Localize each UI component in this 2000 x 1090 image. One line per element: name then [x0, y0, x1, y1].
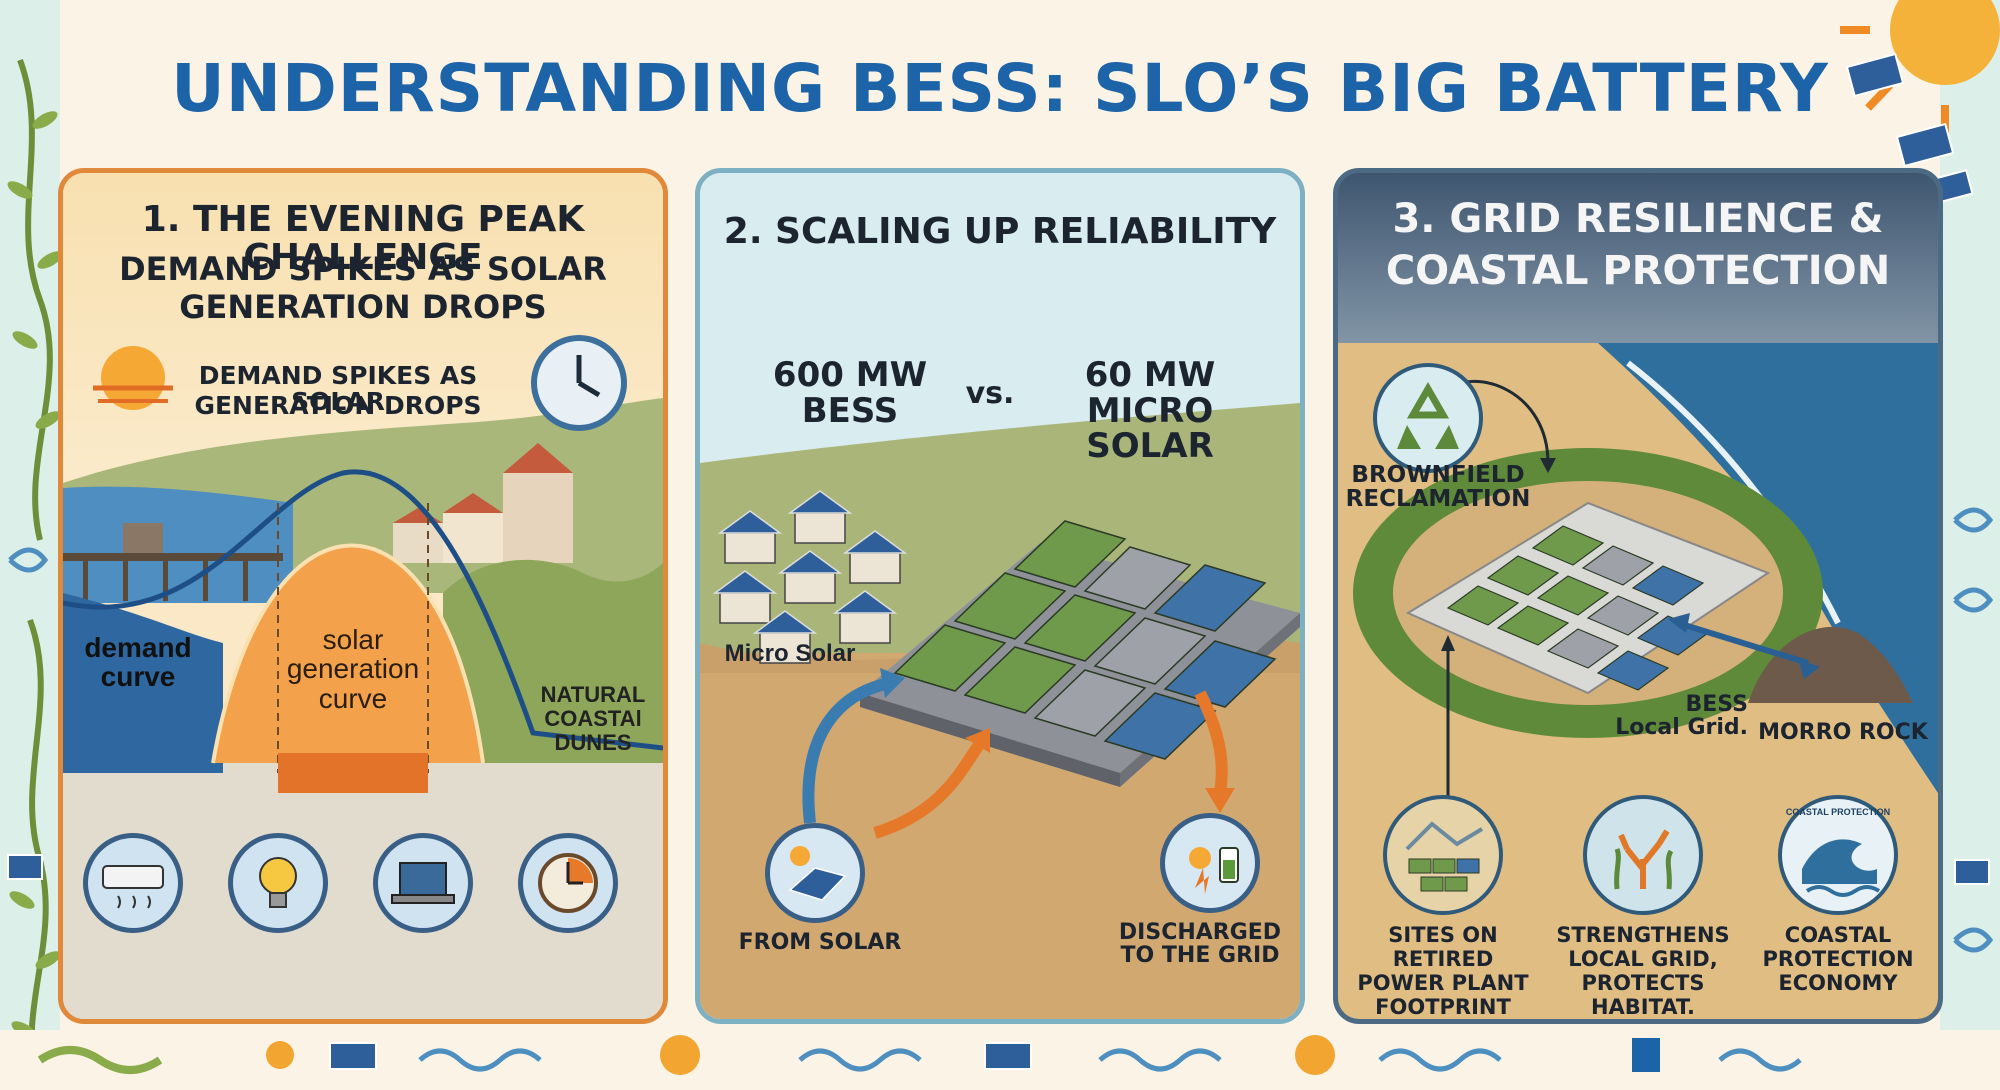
clock-icon	[531, 335, 627, 431]
coastal-protection-badge: COASTAL PROTECTION	[1778, 795, 1898, 915]
benefit-coastal-economy: COASTAL PROTECTION ECONOMY	[1762, 923, 1914, 996]
page-title: UNDERSTANDING BESS: SLO’S BIG BATTERY SO…	[171, 50, 1829, 237]
solar-battery-icon	[1160, 813, 1260, 913]
coral-reef-icon	[1583, 795, 1703, 915]
coastal-badge-text: COASTAL PROTECTION	[1785, 807, 1891, 817]
micro-solar-value: 60 MW	[1084, 355, 1216, 395]
panel-grid-resilience: 3. GRID RESILIENCE & COASTAL PROTECTION …	[1333, 168, 1943, 1024]
solar-panel-icon	[765, 823, 865, 923]
panel1-callout-line2: GENERATION DROPS	[194, 391, 482, 420]
bess-local-grid-label: BESS Local Grid.	[1615, 692, 1748, 741]
bess-unit: BESS	[801, 390, 899, 431]
wall-clock-icon	[518, 833, 618, 933]
micro-solar-capacity: 60 MW MICRO SOLAR	[1020, 355, 1280, 467]
demand-curve-label: demand curve	[84, 632, 192, 693]
discharged-label: DISCHARGED TO THE GRID	[1118, 920, 1282, 969]
panel3-heading-line1: 3. GRID RESILIENCE &	[1392, 196, 1884, 242]
panel-scaling-reliability: 2. SCALING UP RELIABILITY 600 MW BESS vs…	[695, 168, 1305, 1024]
panel1-callout-line1: DEMAND SPIKES AS SOLAR	[198, 361, 478, 417]
air-conditioner-icon	[83, 833, 183, 933]
panel2-heading: 2. SCALING UP RELIABILITY	[723, 211, 1277, 252]
bess-value: 600 MW	[772, 355, 928, 395]
micro-solar-label: Micro Solar	[724, 640, 856, 667]
recycle-icon	[1373, 363, 1483, 473]
battery-site-icon	[1383, 795, 1503, 915]
micro-solar-unit: MICRO SOLAR	[1086, 390, 1214, 467]
light-bulb-icon	[228, 833, 328, 933]
benefit-local-grid: STRENGTHENS LOCAL GRID, PROTECTS HABITAT…	[1556, 923, 1730, 1020]
coastal-dunes-label: NATURAL COASTAl DUNES	[540, 682, 646, 756]
morro-rock-label: MORRO ROCK	[1758, 720, 1928, 745]
from-solar-label: FROM SOLAR	[738, 930, 902, 955]
panel3-heading: 3. GRID RESILIENCE & COASTAL PROTECTION	[1338, 193, 1938, 297]
solar-curve-label: solar generation curve	[286, 624, 420, 714]
panel-evening-peak: 1. THE EVENING PEAK CHALLENGE DEMAND SPI…	[58, 168, 668, 1024]
versus-label: vs.	[965, 376, 1015, 411]
panel1-heading: 1. THE EVENING PEAK CHALLENGE	[141, 199, 585, 278]
bess-capacity: 600 MW BESS	[760, 355, 940, 431]
panel1-subheading-line2: GENERATION DROPS	[179, 288, 547, 326]
laptop-icon	[373, 833, 473, 933]
brownfield-label: BROWNFIELD RECLAMATION	[1345, 462, 1531, 513]
benefit-retired-plant: SITES ON RETIRED POWER PLANT FOOTPRINT	[1357, 923, 1529, 1020]
panel1-subheading-line1: DEMAND SPIKES AS SOLAR	[119, 250, 607, 288]
panel3-heading-line2: COASTAL PROTECTION	[1385, 248, 1891, 294]
